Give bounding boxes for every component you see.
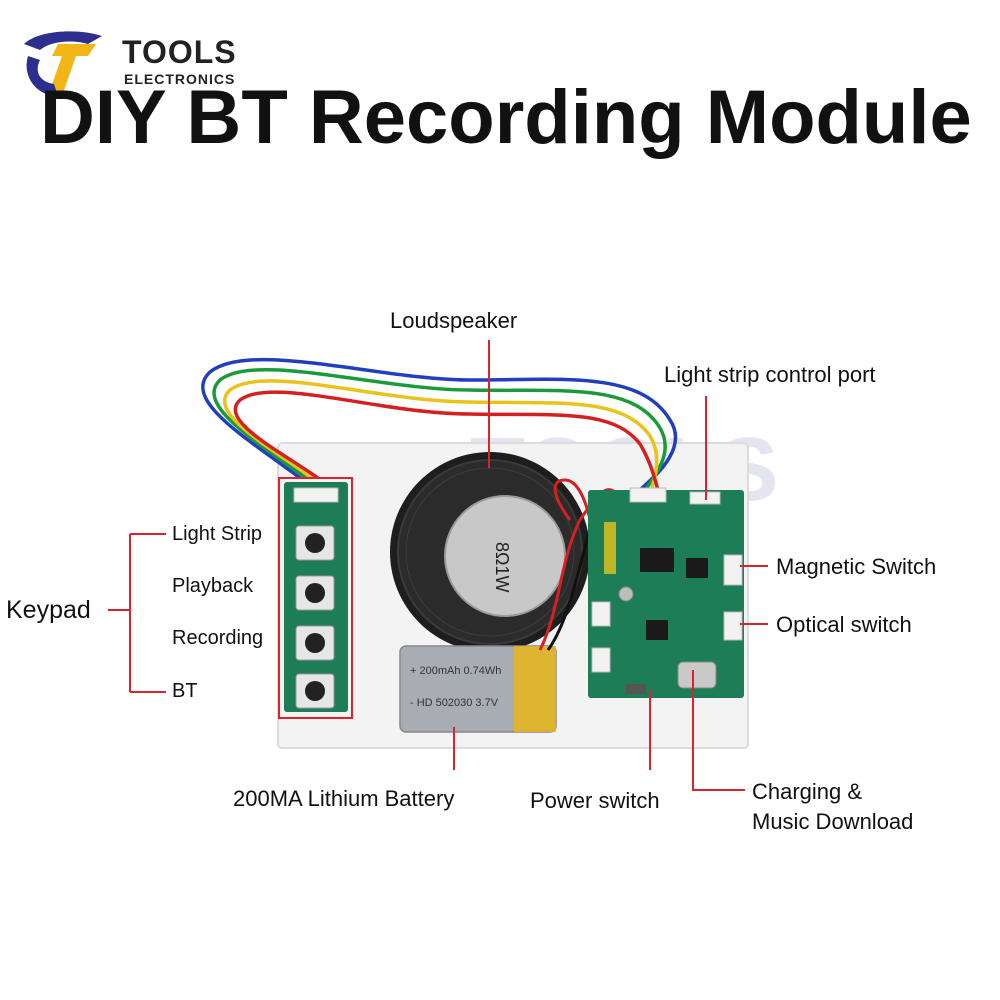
speaker-mark: 8Ω1W xyxy=(492,542,512,592)
brand-logo: TOOLS ELECTRONICS xyxy=(18,22,248,102)
label-keypad-playback: Playback xyxy=(172,575,254,597)
label-charging-2: Music Download xyxy=(752,809,914,834)
battery-print-1: + 200mAh 0.74Wh xyxy=(410,665,501,677)
label-optical-switch: Optical switch xyxy=(776,612,912,637)
label-battery: 200MA Lithium Battery xyxy=(233,786,455,811)
label-keypad-light-strip: Light Strip xyxy=(172,523,263,545)
label-keypad-bt: BT xyxy=(172,680,198,702)
battery-print-2: - HD 502030 3.7V xyxy=(410,697,499,709)
logo-mark-icon xyxy=(24,31,102,96)
label-keypad: Keypad xyxy=(6,596,91,624)
label-power-switch: Power switch xyxy=(530,788,660,813)
label-charging-1: Charging & xyxy=(752,779,863,804)
page-title: DIY BT Recording Module xyxy=(40,75,972,160)
label-light-strip-port: Light strip control port xyxy=(664,362,876,387)
label-loudspeaker: Loudspeaker xyxy=(390,308,518,333)
callout-lines xyxy=(108,340,768,791)
label-keypad-recording: Recording xyxy=(172,627,264,649)
label-magnetic-switch: Magnetic Switch xyxy=(776,554,937,579)
logo-subtitle: ELECTRONICS xyxy=(124,71,236,87)
logo-name: TOOLS xyxy=(122,34,237,70)
keypad-buttons xyxy=(295,525,335,709)
battery: + 200mAh 0.74Wh - HD 502030 3.7V xyxy=(399,645,557,733)
main-pcb xyxy=(588,487,744,698)
keypad-pcb xyxy=(284,482,348,712)
wire-harness xyxy=(201,357,678,492)
